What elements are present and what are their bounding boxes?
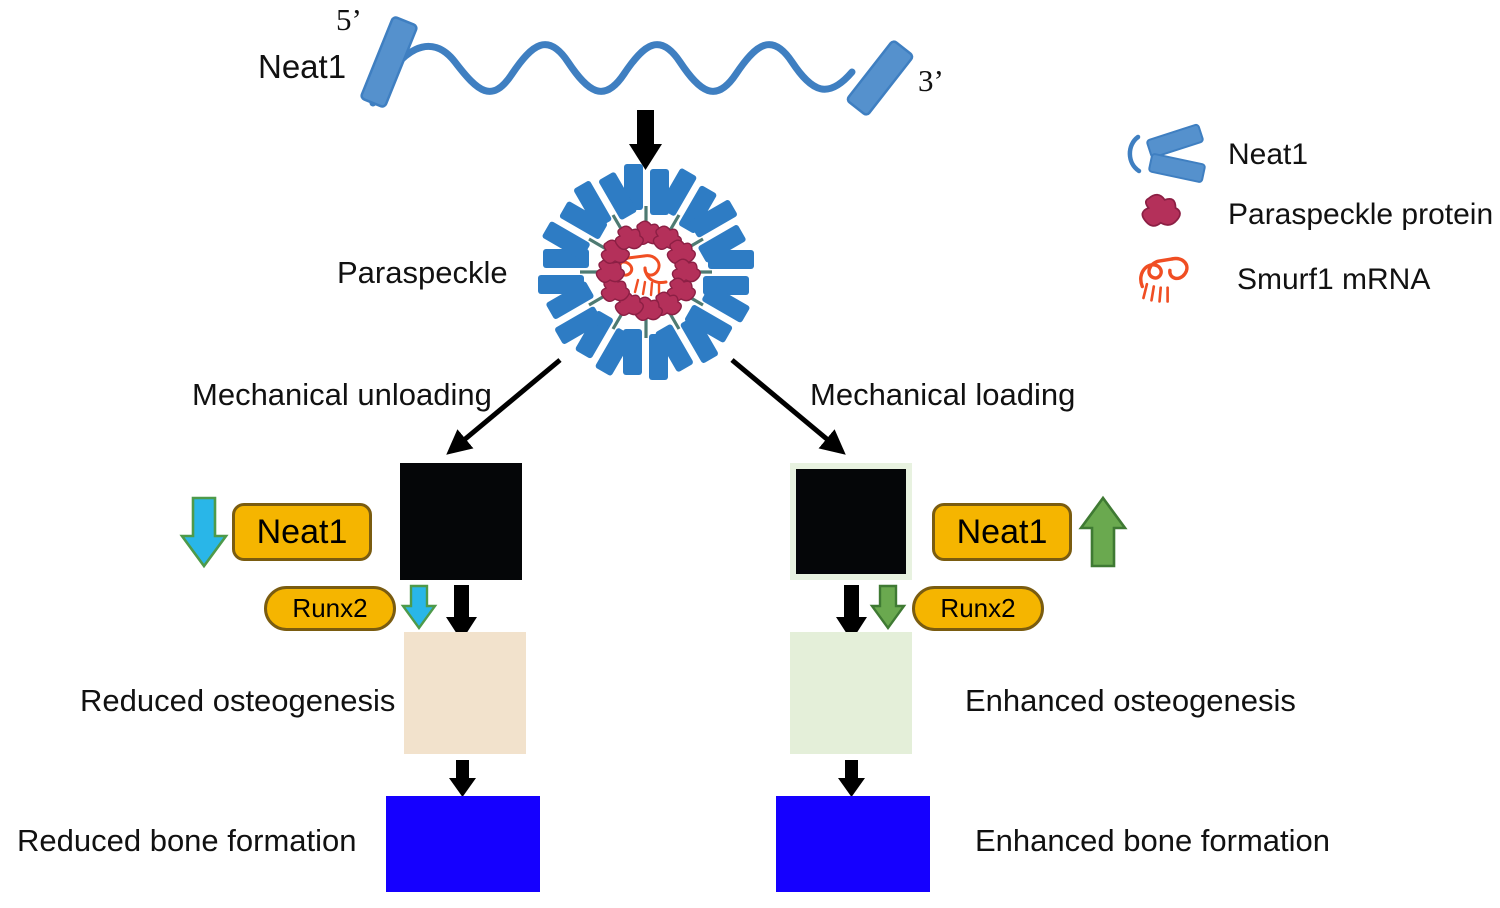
legend-neat1-icon [1127, 123, 1206, 183]
nucleus-image-left [400, 463, 522, 580]
arrow-runx2-down-left [400, 584, 438, 631]
neat1-strand-label: Neat1 [258, 48, 347, 85]
mechanical-unloading-label: Mechanical unloading [192, 377, 492, 412]
microct-image-left [386, 796, 540, 892]
legend-label-paraspeckle-protein: Paraspeckle protein [1228, 198, 1494, 231]
microct-image-right [776, 796, 930, 892]
legend-smurf1-mrna-icon [1139, 256, 1189, 303]
mineralization-stain-right [790, 632, 912, 754]
arrow-neat1-down-left [179, 496, 229, 569]
arrow-stain-to-ct-left [449, 760, 476, 797]
paraspeckle-icon [538, 164, 754, 380]
arrow-runx2-down-right [869, 584, 907, 631]
neat1-box-left: Neat1 [232, 503, 372, 561]
mechanical-loading-label: Mechanical loading [810, 377, 1076, 412]
nucleus-image-right [790, 463, 912, 580]
runx2-box-left: Runx2 [264, 586, 396, 631]
arrow-stain-to-ct-right [838, 760, 865, 797]
five-prime-label: 5’ [336, 2, 362, 37]
smurf1-mrna-core-icon [613, 254, 668, 297]
runx2-box-right: Runx2 [912, 586, 1044, 631]
paraspeckle-label: Paraspeckle [337, 255, 508, 290]
enhanced-osteogenesis-label: Enhanced osteogenesis [965, 683, 1296, 718]
legend-label-smurf1-mrna: Smurf1 mRNA [1237, 263, 1431, 296]
reduced-bone-formation-label: Reduced bone formation [17, 823, 357, 858]
mineralization-stain-left [404, 632, 526, 754]
legend-paraspeckle-protein-icon [1141, 193, 1181, 227]
three-prime-label: 3’ [918, 63, 944, 98]
arrow-neat1-up-right [1078, 495, 1128, 568]
arrow-strand-to-paraspeckle [629, 110, 662, 170]
reduced-osteogenesis-label: Reduced osteogenesis [80, 683, 396, 718]
legend-label-neat1: Neat1 [1228, 138, 1309, 171]
neat1-rna-strand-icon [360, 16, 914, 116]
enhanced-bone-formation-label: Enhanced bone formation [975, 823, 1331, 858]
neat1-box-right: Neat1 [932, 503, 1072, 561]
